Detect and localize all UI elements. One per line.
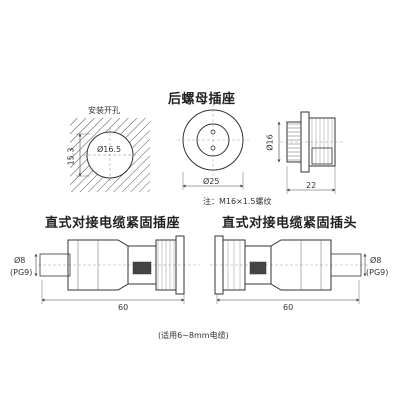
rear-nut-socket-title: 后螺母插座 [168,92,236,107]
socket-length: 60 [118,303,129,312]
socket-cable-diameter: Ø8 [14,256,26,265]
straight-plug-drawing [210,235,370,304]
thread-note: 注：M16×1.5螺纹 [203,197,272,206]
front-view-diameter: Ø25 [203,177,220,186]
plug-length: 60 [283,303,294,312]
cable-range-footnote: (适用6~8mm电缆) [158,331,229,340]
side-view-diameter: Ø16 [265,134,275,151]
plug-cable-gland: (PG9) [366,268,389,277]
socket-cable-gland: (PG9) [10,268,33,277]
cutout-label: 安装开孔 [88,106,120,115]
panel-cutout-drawing [70,118,150,192]
straight-socket-title: 直式对接电缆紧固插座 [45,216,181,231]
side-view-drawing [277,111,345,194]
cutout-diameter: Ø16.5 [96,145,123,154]
straight-plug-title: 直式对接电缆紧固插头 [222,216,358,231]
straight-socket-drawing [34,235,200,304]
cutout-flat-width: 15.3 [66,147,76,166]
plug-cable-diameter: Ø8 [370,256,382,265]
side-view-length: 22 [306,181,317,190]
front-view-drawing [177,104,249,190]
